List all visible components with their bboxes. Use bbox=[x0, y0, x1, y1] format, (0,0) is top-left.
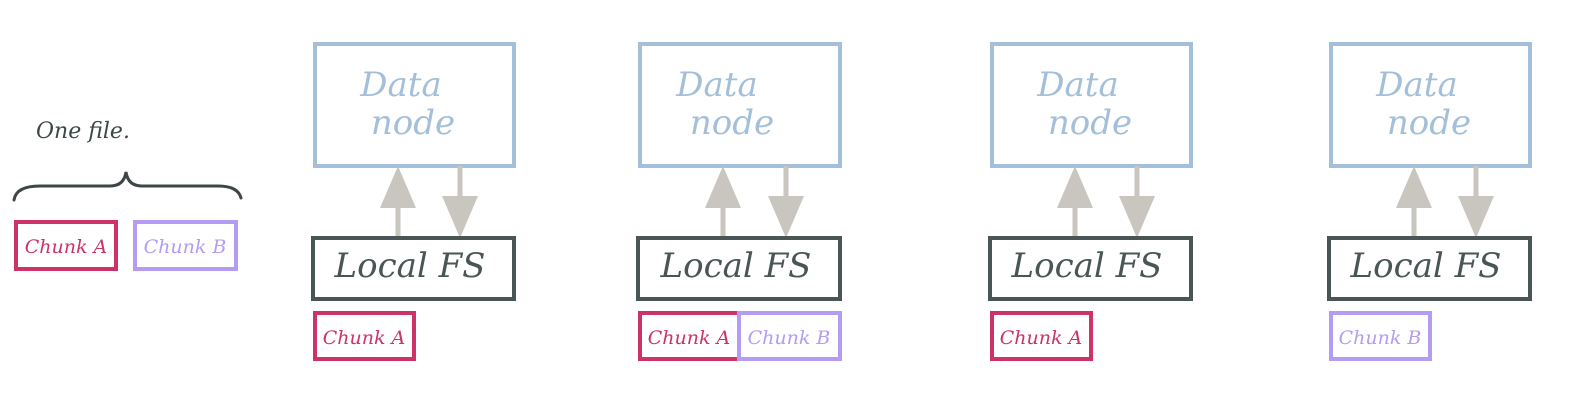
chunk-a-label: Chunk A bbox=[648, 327, 731, 349]
datanode-box bbox=[638, 42, 842, 168]
up-arrow bbox=[1057, 166, 1093, 238]
chunk-b-label: Chunk B bbox=[748, 327, 831, 349]
chunk-b-box bbox=[1329, 311, 1432, 361]
file-chunk-a-box bbox=[14, 220, 118, 271]
down-arrow bbox=[1458, 166, 1494, 238]
file-chunk-a-label: Chunk A bbox=[25, 236, 108, 258]
up-arrow bbox=[705, 166, 741, 238]
datanode-box bbox=[1329, 42, 1532, 168]
datanode-label-line2: node bbox=[1387, 103, 1471, 143]
file-group: One file. Chunk A Chunk B bbox=[12, 119, 243, 271]
datanode-label-line2: node bbox=[690, 103, 774, 143]
chunk-b-box bbox=[737, 311, 842, 361]
datanode-group-1: Data node Local FS Chunk A bbox=[311, 42, 516, 361]
datanode-label-line1: Data bbox=[359, 65, 441, 105]
down-arrow bbox=[768, 166, 804, 238]
local-fs-label: Local FS bbox=[660, 246, 812, 286]
local-fs-box bbox=[988, 236, 1193, 301]
datanode-group-3: Data node Local FS Chunk A bbox=[988, 42, 1193, 361]
datanode-label-line1: Data bbox=[1375, 65, 1457, 105]
local-fs-box bbox=[311, 236, 516, 301]
up-arrow bbox=[1396, 166, 1432, 238]
chunk-a-box bbox=[990, 311, 1093, 361]
chunk-b-label: Chunk B bbox=[1339, 327, 1422, 349]
file-label: One file. bbox=[36, 119, 130, 144]
datanode-label-line2: node bbox=[371, 103, 455, 143]
datanode-box bbox=[990, 42, 1193, 168]
local-fs-box bbox=[636, 236, 842, 301]
chunk-a-label: Chunk A bbox=[323, 327, 406, 349]
chunk-a-label: Chunk A bbox=[1000, 327, 1083, 349]
datanode-label-line2: node bbox=[1048, 103, 1132, 143]
datanode-group-4: Data node Local FS Chunk B bbox=[1327, 42, 1532, 361]
local-fs-label: Local FS bbox=[1350, 246, 1502, 286]
datanode-label-line1: Data bbox=[675, 65, 757, 105]
datanode-box bbox=[313, 42, 516, 168]
down-arrow bbox=[1119, 166, 1155, 238]
local-fs-box bbox=[1327, 236, 1532, 301]
datanode-group-2: Data node Local FS Chunk A Chunk B bbox=[636, 42, 842, 361]
file-chunk-b-label: Chunk B bbox=[144, 236, 227, 258]
down-arrow bbox=[442, 166, 478, 238]
datanode-label-line1: Data bbox=[1036, 65, 1118, 105]
local-fs-label: Local FS bbox=[1011, 246, 1163, 286]
chunk-a-box bbox=[313, 311, 416, 361]
file-brace bbox=[12, 171, 243, 202]
up-arrow bbox=[380, 166, 416, 238]
local-fs-label: Local FS bbox=[334, 246, 486, 286]
file-chunk-b-box bbox=[133, 220, 238, 271]
